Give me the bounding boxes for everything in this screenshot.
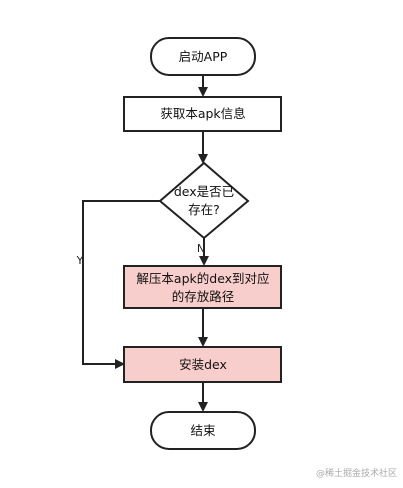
node-end-shape	[150, 411, 256, 450]
node-decision: dex是否已 存在?	[158, 161, 250, 240]
node-end-label: 结束	[190, 423, 216, 438]
node-extract-label-line1: 解压本apk的dex到对应	[136, 271, 269, 286]
edge-label-no: N	[197, 242, 205, 255]
node-start-label: 启动APP	[179, 49, 228, 64]
node-end: 结束	[150, 411, 256, 450]
node-install: 安装dex	[123, 346, 282, 383]
node-extract-label-line2: 的存放路径	[172, 289, 235, 304]
node-start: 启动APP	[150, 37, 256, 76]
node-decision-label-line1: dex是否已	[174, 184, 234, 199]
node-decision-label-line2: 存在?	[188, 202, 220, 217]
node-extract: 解压本apk的dex到对应 的存放路径	[123, 265, 282, 309]
node-decision-shape	[158, 161, 250, 240]
watermark-text: @稀土掘金技术社区	[316, 467, 397, 479]
node-get-info-label: 获取本apk信息	[160, 106, 245, 121]
node-extract-shape	[123, 265, 282, 309]
edge-decision-to-install	[82, 200, 160, 369]
node-install-shape	[123, 346, 282, 383]
node-get-info-shape	[123, 96, 282, 132]
node-install-label: 安装dex	[179, 357, 227, 372]
edge-label-yes: Y	[76, 254, 84, 267]
node-get-info: 获取本apk信息	[123, 96, 282, 132]
